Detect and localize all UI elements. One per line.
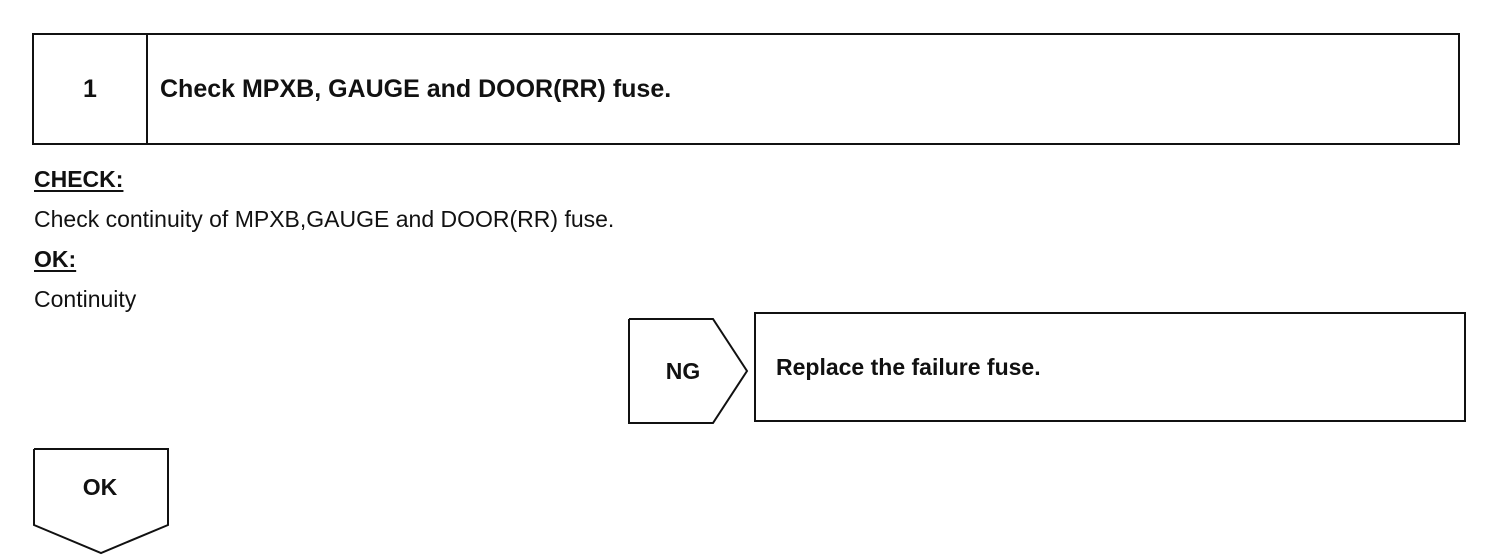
check-label: CHECK: [34, 166, 124, 192]
ng-action-box: Replace the failure fuse. [754, 312, 1466, 422]
ok-branch-label: OK [82, 473, 118, 500]
ok-criteria-text: Continuity [34, 286, 137, 312]
ok-arrow-icon [33, 448, 169, 555]
ok-criteria-label: OK: [34, 246, 77, 272]
ng-arrow-icon [628, 318, 749, 424]
step-number: 1 [34, 35, 148, 143]
check-text: Check continuity of MPXB,GAUGE and DOOR(… [34, 206, 615, 232]
ng-action-text: Replace the failure fuse. [776, 353, 1041, 380]
ng-branch-label: NG [665, 357, 701, 384]
step-title: Check MPXB, GAUGE and DOOR(RR) fuse. [160, 74, 672, 103]
step-header: 1 Check MPXB, GAUGE and DOOR(RR) fuse. [32, 33, 1460, 145]
